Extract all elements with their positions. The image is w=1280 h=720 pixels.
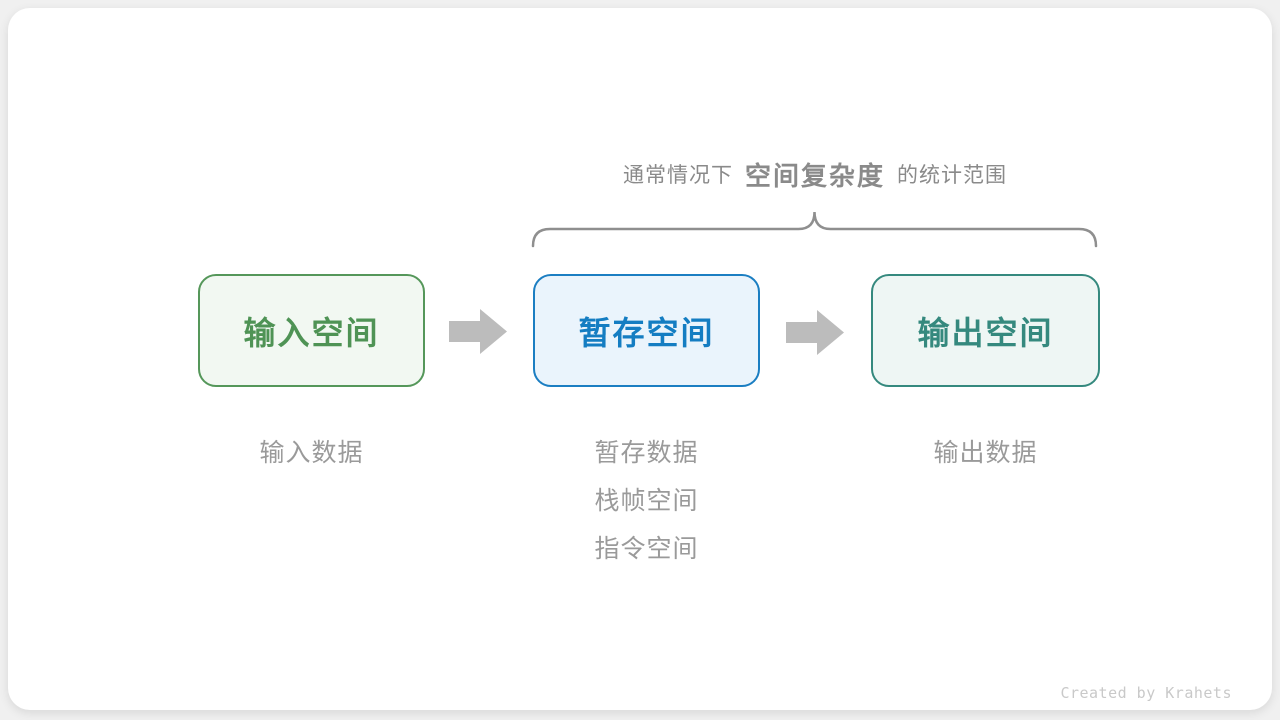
input-space-box: 输入空间 (198, 274, 425, 387)
title-suffix: 的统计范围 (897, 164, 1007, 187)
diagram-title: 通常情况下 空间复杂度 的统计范围 (528, 154, 1102, 194)
diagram-card: 通常情况下 空间复杂度 的统计范围 输入空间 暂存空间 输出空间 输入数据 暂存… (8, 8, 1272, 710)
note-item: 输入数据 (259, 439, 364, 467)
arrow-right-icon (786, 310, 844, 355)
output-space-box: 输出空间 (871, 274, 1100, 387)
temporary-space-label: 暂存空间 (578, 314, 715, 351)
title-highlight: 空间复杂度 (744, 160, 885, 191)
input-space-notes: 输入数据 (198, 429, 425, 477)
note-item: 栈帧空间 (594, 487, 699, 515)
arrow-right-icon (449, 309, 507, 354)
temporary-space-box: 暂存空间 (533, 274, 760, 387)
note-item: 输出数据 (933, 439, 1038, 467)
output-space-label: 输出空间 (917, 314, 1054, 351)
scope-brace (531, 211, 1098, 248)
note-item: 指令空间 (594, 535, 699, 563)
title-prefix: 通常情况下 (622, 164, 733, 187)
output-space-notes: 输出数据 (871, 429, 1100, 477)
note-item: 暂存数据 (594, 439, 699, 467)
input-space-label: 输入空间 (243, 314, 380, 351)
credit-text: Created by Krahets (1060, 684, 1232, 702)
temporary-space-notes: 暂存数据 栈帧空间 指令空间 (533, 429, 760, 573)
